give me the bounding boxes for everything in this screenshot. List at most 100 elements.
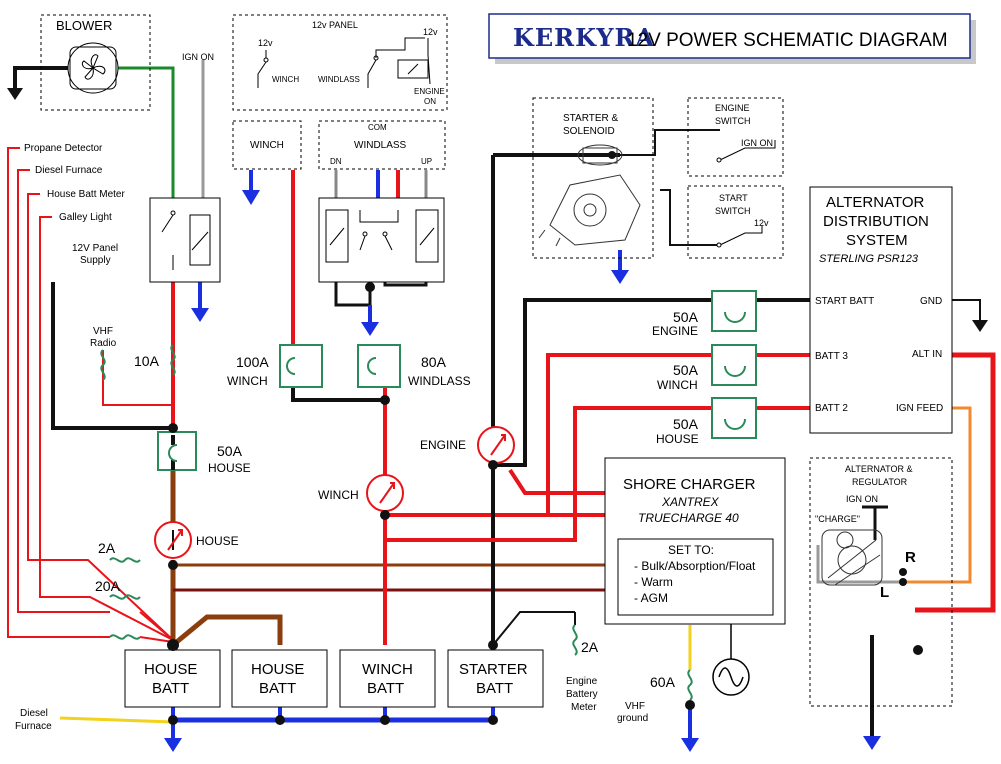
fuse-60a xyxy=(687,669,693,701)
alt-reg-charge: "CHARGE" xyxy=(815,514,860,524)
alt-dist-title-2: DISTRIBUTION xyxy=(823,213,929,230)
fuse-2a-label: 2A xyxy=(98,540,116,556)
ign-on-label: IGN ON xyxy=(182,52,214,62)
windlass-ground-arrow-icon xyxy=(361,322,379,336)
engine-meter-label: Engine Battery Meter xyxy=(566,676,598,713)
winch-ground-arrow-icon xyxy=(242,190,260,205)
house-batt-2-label-2: BATT xyxy=(259,680,296,697)
shore-charger-model: TRUECHARGE 40 xyxy=(638,511,739,525)
engine-meter-line-1: Engine xyxy=(566,676,598,687)
winch-batt-label-2: BATT xyxy=(367,680,404,697)
start-switch-12v: 12v xyxy=(754,218,769,228)
alt-engine-fuse-name: ENGINE xyxy=(652,324,698,338)
house-batt-2-label: HOUSE xyxy=(251,661,304,678)
fuse-10a xyxy=(170,344,176,376)
fuse-50a-house-name: HOUSE xyxy=(208,461,251,475)
alternator-regulator: ALTERNATOR & REGULATOR IGN ON "CHARGE" R… xyxy=(809,457,953,707)
fuse-10a-label: 10A xyxy=(134,353,160,369)
panel-supply-label-2: Supply xyxy=(80,255,111,266)
dn-label: DN xyxy=(330,157,342,166)
winch-batt-label: WINCH xyxy=(362,661,413,678)
fuse-50a-winch-alt xyxy=(711,344,757,386)
house-batt-1-label: HOUSE xyxy=(144,661,197,678)
propane-label: Propane Detector xyxy=(24,143,103,154)
fuse-20a-label: 20A xyxy=(95,578,121,594)
breaker-winch: WINCH xyxy=(318,474,404,512)
engine-switch-ign: IGN ON xyxy=(741,138,773,148)
panel-windlass-label: WINDLASS xyxy=(318,75,360,84)
alt-reg-title-2: REGULATOR xyxy=(852,477,908,487)
panel-12v-label: 12v xyxy=(258,38,273,48)
panel-title: 12v PANEL xyxy=(312,20,358,30)
blower-relay xyxy=(149,197,221,283)
alt-dist-start-batt: START BATT xyxy=(815,296,874,307)
shore-charger-set-to: SET TO: xyxy=(668,543,714,557)
diesel-bottom-label: Diesel xyxy=(20,708,48,719)
vhf-radio-label: VHF xyxy=(93,326,113,337)
alt-dist-batt2: BATT 2 xyxy=(815,403,848,414)
alt-dist-batt3: BATT 3 xyxy=(815,351,848,362)
starter-motor-icon xyxy=(538,144,641,247)
blower-box: BLOWER xyxy=(40,14,151,111)
engine-switch-title: ENGINE xyxy=(715,103,750,113)
fuse-80a-windlass xyxy=(357,344,401,388)
panel-supply-label: 12V Panel xyxy=(72,243,118,254)
fuse-vhf xyxy=(100,349,106,381)
shore-charger-brand: XANTREX xyxy=(661,495,720,509)
alt-house-fuse-name: HOUSE xyxy=(656,432,699,446)
windlass-relay xyxy=(318,197,445,283)
breaker-engine-label: ENGINE xyxy=(420,438,466,452)
solenoid-label: SOLENOID xyxy=(563,126,615,137)
fuse-100a-value: 100A xyxy=(236,354,269,370)
alt-dist-title-3: SYSTEM xyxy=(846,232,908,249)
shore-charger-option-3: - AGM xyxy=(634,591,668,605)
wires xyxy=(7,60,996,740)
breaker-engine: ENGINE xyxy=(420,426,515,464)
panel-engine-label: ENGINE xyxy=(414,87,445,96)
fuse-60a-label: 60A xyxy=(650,674,676,690)
blower-ground-arrow-icon xyxy=(7,88,23,100)
fuse-20a xyxy=(109,594,141,600)
big-fuses xyxy=(157,290,757,471)
alt-reg-ign-on: IGN ON xyxy=(846,494,878,504)
diesel-bottom-label-2: Furnace xyxy=(15,721,52,732)
vhf-radio-label-2: Radio xyxy=(90,338,117,349)
engine-meter-line-2: Battery xyxy=(566,689,598,700)
fan-icon xyxy=(81,54,106,80)
fuse-50a-house-alt xyxy=(711,397,757,439)
breaker-winch-label: WINCH xyxy=(318,488,359,502)
shore-charger: SHORE CHARGER XANTREX TRUECHARGE 40 SET … xyxy=(604,457,786,625)
starter-label: STARTER & xyxy=(563,113,619,124)
left-labels: Propane Detector Diesel Furnace House Ba… xyxy=(15,143,125,732)
ac-source-icon xyxy=(712,624,750,696)
alt-reg-l: L xyxy=(880,584,889,601)
fuse-50a-house xyxy=(157,431,197,471)
fuse-labels: 10A 50A HOUSE 100A WINCH 80A WINDLASS 2A… xyxy=(95,309,699,690)
alternator-icon xyxy=(821,529,883,586)
alt-dist-model: STERLING PSR123 xyxy=(819,253,919,265)
relay-ground-arrow-icon xyxy=(191,308,209,322)
title-block: KERKYRA 12V POWER SCHEMATIC DIAGRAM xyxy=(488,13,976,64)
alt-engine-fuse-value: 50A xyxy=(673,309,699,325)
alt-winch-fuse-value: 50A xyxy=(673,362,699,378)
alt-house-fuse-value: 50A xyxy=(673,416,699,432)
start-switch-title-2: SWITCH xyxy=(715,206,751,216)
galley-light-label: Galley Light xyxy=(59,212,112,223)
alt-winch-fuse-name: WINCH xyxy=(657,378,698,392)
panel-on-label: ON xyxy=(424,97,436,106)
starter-batt-label: STARTER xyxy=(459,661,528,678)
small-fuses xyxy=(100,344,693,701)
page-title: 12V POWER SCHEMATIC DIAGRAM xyxy=(627,30,948,51)
winch-switch-box: WINCH xyxy=(232,120,302,170)
vhf-ground-line-1: VHF xyxy=(625,701,645,712)
fuse-50a-house-value: 50A xyxy=(217,443,243,459)
ground-arrows xyxy=(7,88,988,752)
start-switch-title: START xyxy=(719,193,748,203)
winch-box-label: WINCH xyxy=(250,140,284,151)
engine-switch-title-2: SWITCH xyxy=(715,116,751,126)
com-label: COM xyxy=(368,123,387,132)
fuse-50a-engine xyxy=(711,290,757,332)
fuse-80a-name: WINDLASS xyxy=(408,374,471,388)
start-switch-box: START SWITCH 12v xyxy=(687,185,784,259)
